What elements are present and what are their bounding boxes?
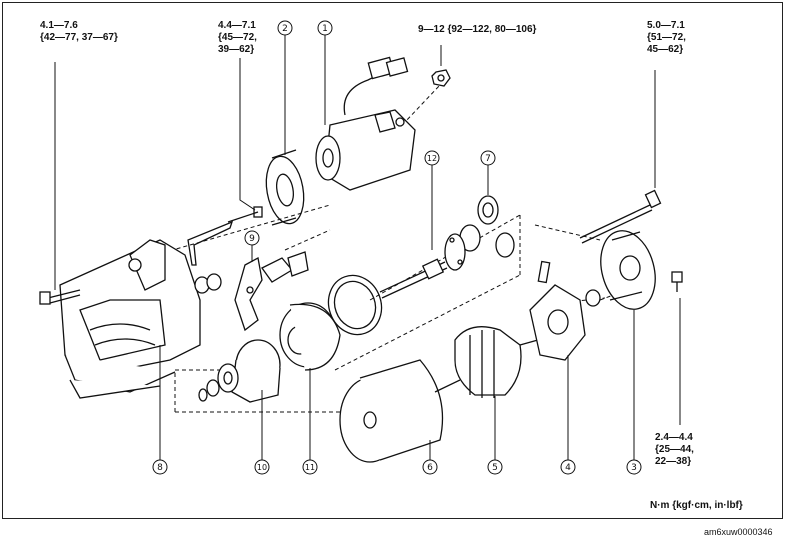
torque-spec-4-line-2: {51—72,: [647, 32, 686, 43]
magnetic-switch: [315, 56, 416, 191]
drive-lever: [234, 257, 263, 332]
torque-spec-3-line-1: 9—12 {92—122, 80—106}: [418, 24, 537, 35]
torque-spec-2-line-3: 39—62}: [218, 44, 255, 55]
mounting-bracket: [187, 206, 263, 266]
torque-spec-4-line-1: 5.0—7.1: [647, 20, 685, 31]
callout-11: 11: [305, 463, 315, 472]
brush-holder: [529, 260, 586, 361]
callout-10: 10: [257, 463, 267, 472]
torque-spec-2-line-1: 4.4—7.1: [218, 20, 256, 31]
through-bolt-long: [579, 189, 662, 244]
end-frame: [600, 230, 656, 310]
terminal-nut: [431, 69, 451, 87]
yoke: [339, 359, 444, 463]
idler-gears: [459, 195, 515, 258]
torque-spec-1-line-2: {42—77, 37—67}: [40, 32, 118, 43]
callout-numbers: 1 2 3 4 5 6 7 8 9 10 11 12: [157, 24, 637, 473]
callout-7: 7: [485, 154, 491, 164]
torque-spec-5-line-1: 2.4—4.4: [655, 432, 693, 443]
callout-9: 9: [249, 234, 255, 244]
callout-1: 1: [322, 24, 328, 34]
callout-12: 12: [427, 154, 437, 163]
internal-gear-ring: [327, 274, 383, 336]
leader-lines: [54, 35, 681, 460]
torque-spec-4-line-3: 45—62}: [647, 44, 684, 55]
callout-circles: [152, 20, 642, 475]
plate-and-cap: [261, 251, 309, 283]
callout-2: 2: [282, 24, 288, 34]
overrunning-clutch: [198, 339, 281, 403]
bushing-right: [585, 289, 601, 307]
torque-spec-2: 4.4—7.1 {45—72, 39—62}: [218, 20, 257, 56]
planetary-shaft: [379, 233, 466, 299]
callout-8: 8: [157, 463, 163, 473]
figure-code: am6xuw0000346: [704, 527, 773, 537]
torque-spec-5-line-2: {25—44,: [655, 444, 694, 455]
diagram-frame: [2, 2, 783, 519]
end-frame-screw: [671, 271, 683, 292]
callout-3: 3: [631, 463, 637, 473]
torque-spec-4: 5.0—7.1 {51—72, 45—62}: [647, 20, 686, 56]
through-bolt-left: [39, 289, 81, 305]
gear-housing: [279, 302, 341, 371]
armature: [434, 326, 546, 398]
rear-housing: [59, 239, 201, 399]
torque-spec-1-line-1: 4.1—7.6: [40, 20, 78, 31]
torque-units: N·m {kgf·cm, in·lbf}: [650, 500, 743, 511]
callout-6: 6: [427, 463, 433, 473]
callout-4: 4: [565, 463, 571, 473]
torque-spec-5: 2.4—4.4 {25—44, 22—38}: [655, 432, 694, 468]
torque-spec-1: 4.1—7.6 {42—77, 37—67}: [40, 20, 118, 44]
callout-5: 5: [492, 463, 498, 473]
torque-spec-5-line-3: 22—38}: [655, 456, 692, 467]
torque-spec-3: 9—12 {92—122, 80—106}: [418, 24, 536, 36]
torque-spec-2-line-2: {45—72,: [218, 32, 257, 43]
gasket-plate: [265, 149, 305, 226]
bushing: [194, 273, 222, 294]
